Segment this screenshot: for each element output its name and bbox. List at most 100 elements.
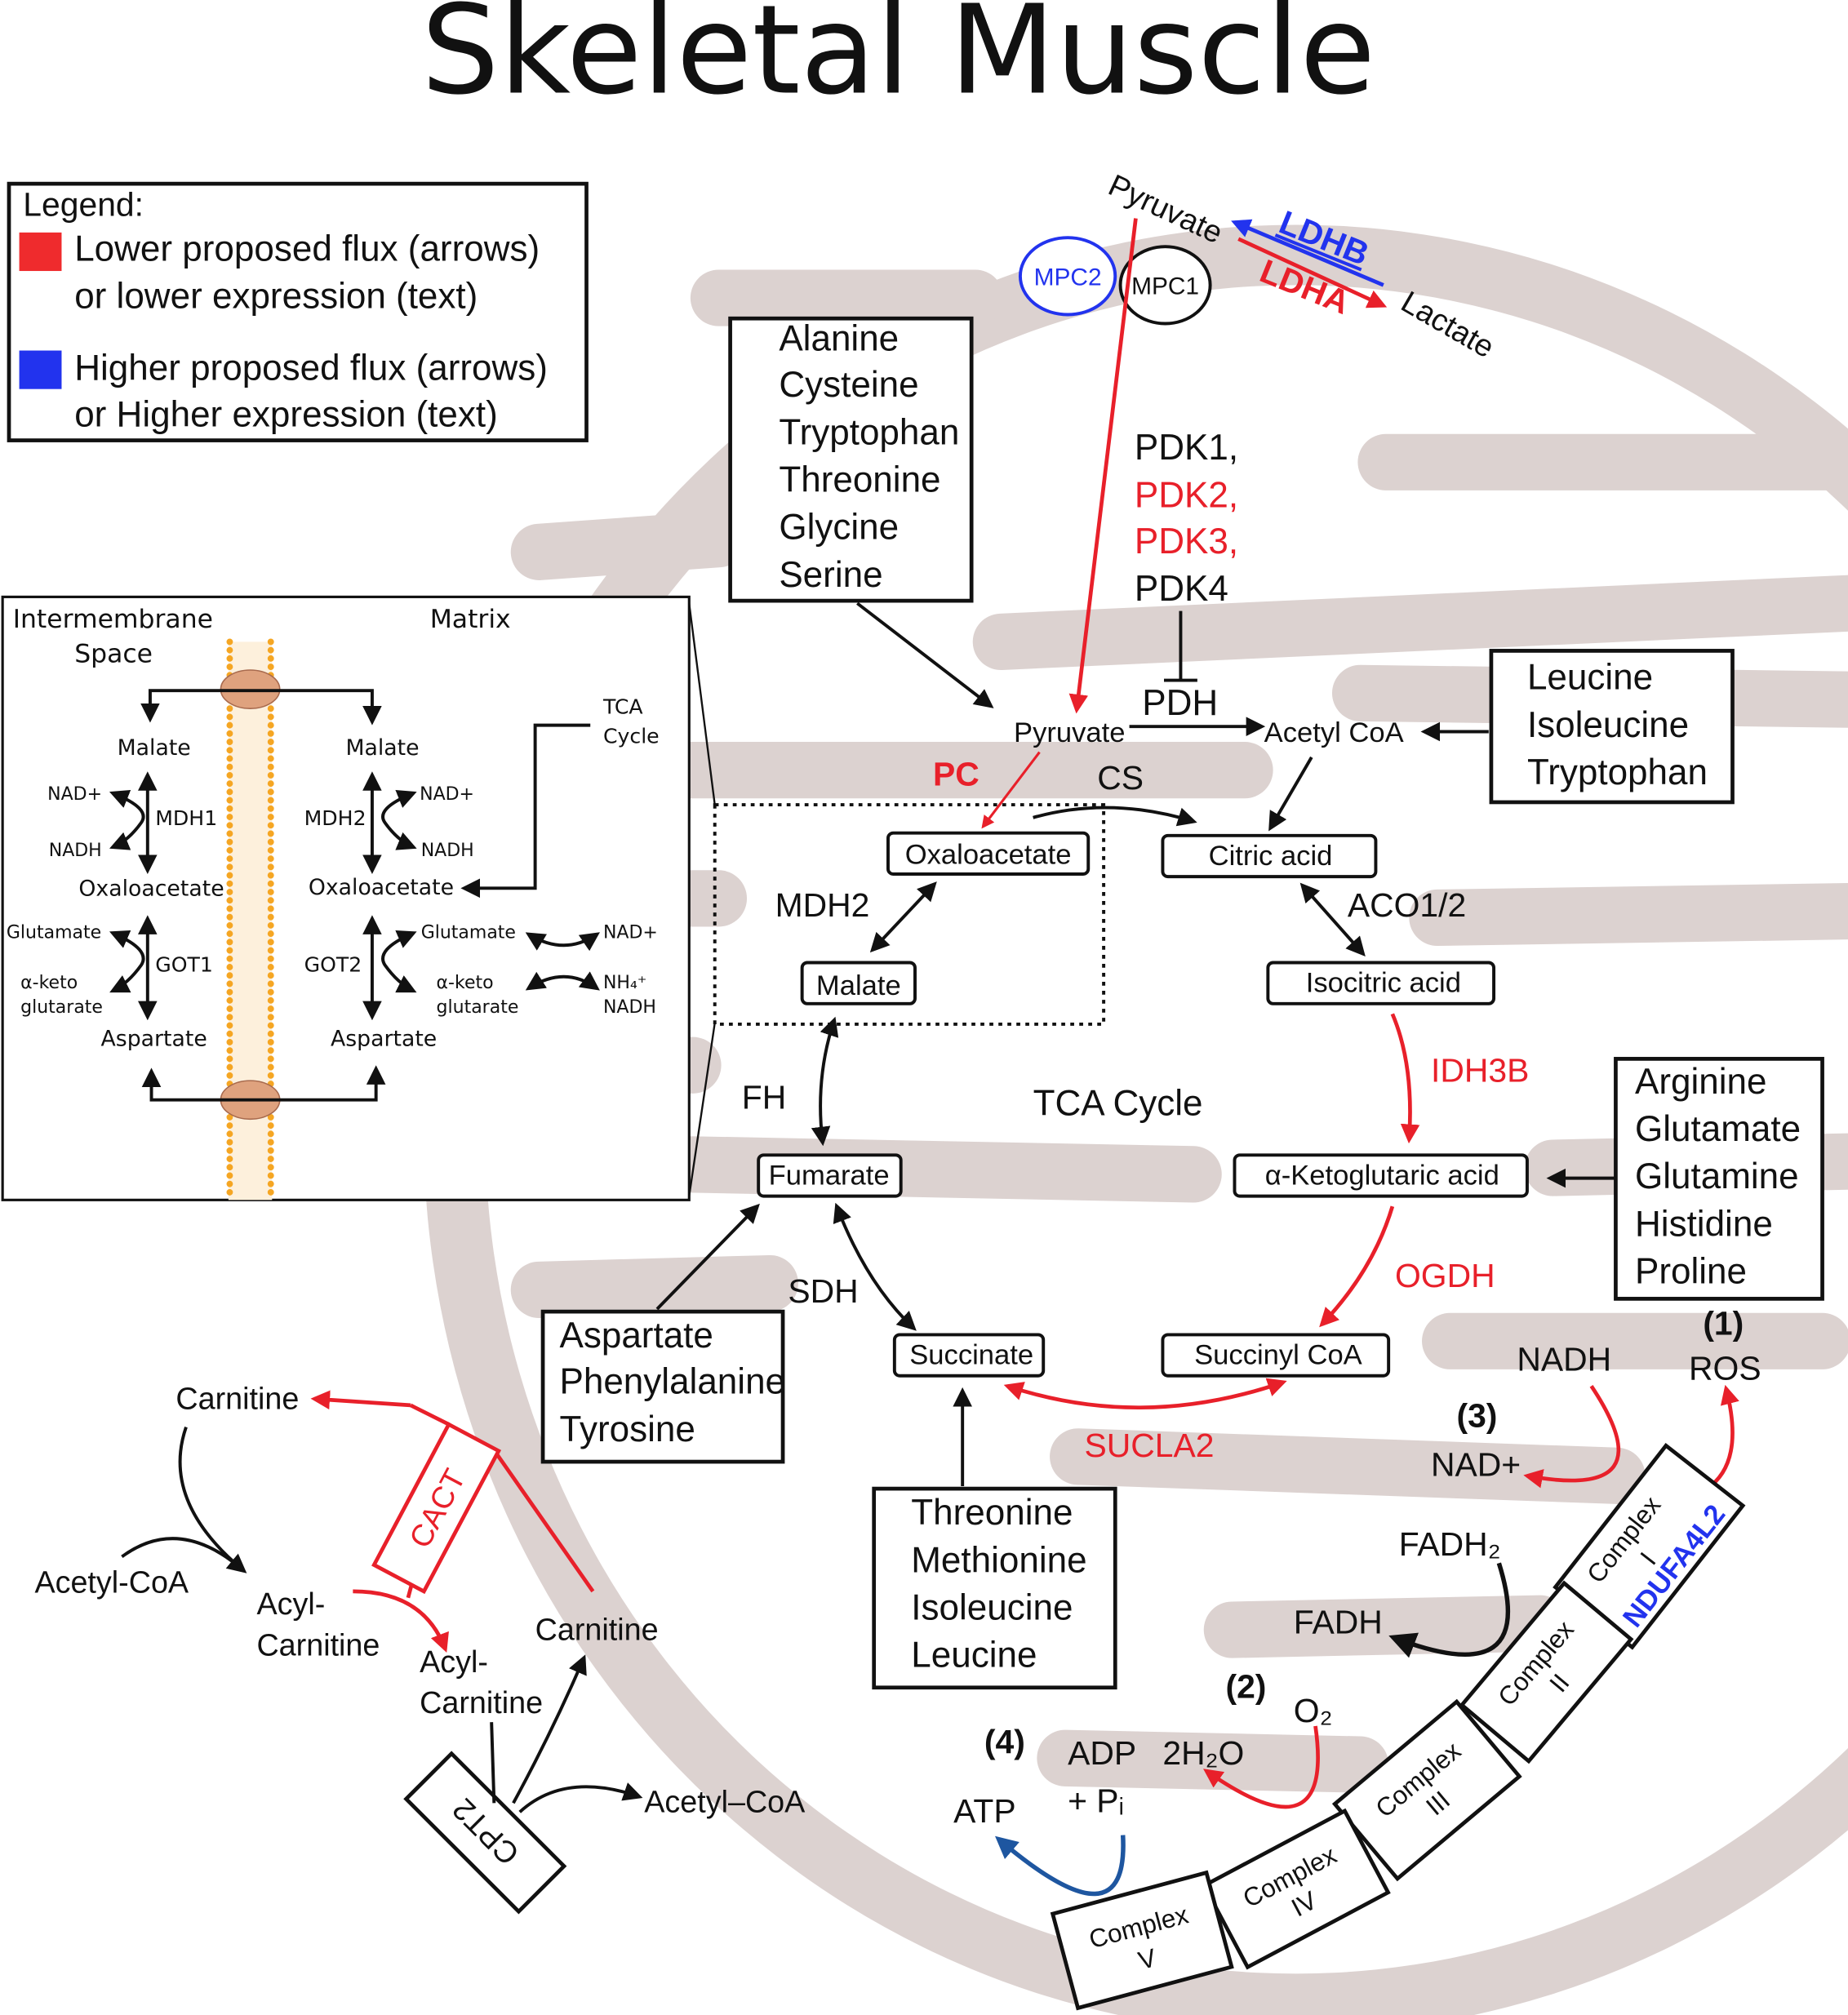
akg-node: α-Ketoglutaric acid — [1265, 1160, 1499, 1191]
label-4: (4) — [984, 1723, 1025, 1760]
carnitine-cytosol: Carnitine — [175, 1382, 299, 1416]
aa-proline: Proline — [1635, 1252, 1747, 1292]
legend-blue-swatch — [19, 350, 62, 389]
ogdh-label: OGDH — [1395, 1257, 1495, 1294]
label-3: (3) — [1456, 1397, 1497, 1435]
mdh2-label-inset: MDH2 — [304, 806, 366, 830]
nadh-label: NADH — [1517, 1340, 1611, 1378]
pdk2-label: PDK2, — [1135, 475, 1238, 515]
isocitric-acid-node: Isocitric acid — [1306, 968, 1461, 999]
legend-red-swatch — [19, 232, 62, 272]
pdk1-label: PDK1, — [1135, 428, 1238, 468]
mpc1-label: MPC1 — [1131, 273, 1199, 300]
aspartate-ims: Aspartate — [101, 1027, 207, 1052]
aa-glutamine: Glutamine — [1635, 1156, 1799, 1196]
aa-phenylalanine: Phenylalanine — [559, 1362, 785, 1402]
glutamate-ims: Glutamate — [7, 923, 101, 943]
acyl-carnitine-matrix-2: Carnitine — [420, 1685, 543, 1720]
aa-box-4: Aspartate Phenylalanine Tyrosine — [540, 1309, 785, 1464]
aa-leucine: Leucine — [1527, 658, 1653, 698]
ims-label: Intermembrane — [13, 605, 213, 634]
aa-serine: Serine — [779, 555, 882, 595]
fadh2-label: FADH₂ — [1399, 1525, 1501, 1563]
h2o-label: 2H₂O — [1162, 1734, 1244, 1772]
nadh-gdh: NADH — [603, 997, 656, 1018]
aa-arginine: Arginine — [1635, 1062, 1767, 1102]
aa-isoleucine: Isoleucine — [1527, 705, 1689, 745]
acetyl-coa-cytosol: Acetyl-CoA — [34, 1565, 189, 1599]
page-title: Skeletal Muscle — [421, 0, 1375, 122]
acyl-carnitine-matrix: Acyl- — [420, 1644, 488, 1679]
aa-tryptophan: Tryptophan — [779, 412, 959, 452]
carnitine-shuttle: Carnitine Acetyl-CoA Acyl- Carnitine CAC… — [34, 1382, 806, 1915]
akg-matrix-2: glutarate — [437, 997, 519, 1018]
pdh-label: PDH — [1142, 683, 1218, 723]
pc-label: PC — [933, 756, 980, 793]
malate-node: Malate — [816, 970, 901, 1001]
nadh-matrix: NADH — [421, 841, 474, 861]
cact-transporter: CACT — [371, 1422, 502, 1595]
akg-ims: α-keto — [20, 973, 78, 993]
legend: Legend: Lower proposed flux (arrows) or … — [7, 181, 589, 442]
oaa-matrix: Oxaloacetate — [309, 875, 454, 900]
glutamate-matrix: Glutamate — [421, 923, 516, 943]
atp-label: ATP — [953, 1792, 1015, 1830]
label-1: (1) — [1703, 1304, 1744, 1342]
cpt2-enzyme: CPT2 — [403, 1751, 567, 1915]
aa-methionine: Methionine — [911, 1540, 1086, 1580]
inset-zoom-region — [713, 803, 1106, 1026]
pdk4-label: PDK4 — [1135, 569, 1228, 609]
sucla2-label: SUCLA2 — [1085, 1427, 1215, 1464]
aa-box-5: Threonine Methionine Isoleucine Leucine — [872, 1486, 1117, 1690]
ros-label: ROS — [1689, 1349, 1761, 1387]
cs-label: CS — [1097, 759, 1144, 797]
aa-leucine-2: Leucine — [911, 1636, 1037, 1675]
oaa-ims: Oxaloacetate — [78, 877, 224, 902]
succinate-node: Succinate — [909, 1340, 1033, 1371]
aa-box-1: Alanine Cysteine Tryptophan Threonine Gl… — [728, 316, 974, 603]
mdh1-label: MDH1 — [155, 806, 217, 830]
aa-glycine: Glycine — [779, 508, 899, 548]
aa-histidine: Histidine — [1635, 1204, 1773, 1244]
nadh-ims: NADH — [49, 841, 102, 861]
aa-threonine: Threonine — [779, 459, 940, 499]
tca-cycle-label: TCA Cycle — [1033, 1084, 1203, 1124]
aspartate-matrix: Aspartate — [331, 1027, 437, 1052]
aa-box-3: Arginine Glutamate Glutamine Histidine P… — [1614, 1057, 1824, 1301]
idh3b-label: IDH3B — [1431, 1052, 1529, 1090]
aa-alanine: Alanine — [779, 319, 899, 359]
aa-isoleucine-2: Isoleucine — [911, 1587, 1073, 1627]
complex-v: Complex V — [1050, 1870, 1234, 2011]
carnitine-matrix: Carnitine — [535, 1613, 659, 1647]
mpc2-label: MPC2 — [1034, 264, 1102, 291]
pdk3-label: PDK3, — [1135, 522, 1238, 561]
tca-label-inset-2: Cycle — [603, 725, 660, 748]
tca-cycle: Pyruvate Acetyl CoA PC CS Oxaloacetate C… — [713, 717, 1529, 1464]
aa-tryptophan-2: Tryptophan — [1527, 752, 1708, 792]
acyl-carnitine-cytosol-2: Carnitine — [256, 1627, 380, 1662]
succinyl-coa-node: Succinyl CoA — [1194, 1340, 1362, 1371]
o2-label: O₂ — [1294, 1692, 1333, 1729]
malate-aspartate-shuttle-inset: Intermembrane Space Matrix Malate Malate… — [1, 595, 716, 1204]
malate-matrix: Malate — [345, 735, 419, 761]
matrix-label: Matrix — [430, 605, 511, 634]
adp-label: ADP — [1068, 1734, 1136, 1772]
nad-label: NAD+ — [1431, 1445, 1521, 1483]
legend-lower-text-2: or lower expression (text) — [74, 277, 478, 317]
akg-matrix: α-keto — [437, 973, 494, 993]
legend-higher-text: Higher proposed flux (arrows) — [74, 348, 548, 388]
akg-ims-2: glutarate — [20, 997, 103, 1018]
pi-label: + Pᵢ — [1068, 1782, 1124, 1819]
legend-heading: Legend: — [23, 185, 144, 223]
aa-cysteine: Cysteine — [779, 365, 918, 405]
nad-gdh: NAD+ — [603, 923, 658, 943]
aa-aspartate: Aspartate — [559, 1316, 713, 1356]
mdh2-label: MDH2 — [775, 886, 870, 924]
mpc2-transporter — [1018, 236, 1117, 317]
ims-label-2: Space — [74, 640, 153, 669]
aa-box-2: Leucine Isoleucine Tryptophan — [1489, 649, 1735, 805]
citric-acid-node: Citric acid — [1209, 841, 1333, 872]
nh4-label: NH₄⁺ — [603, 973, 646, 993]
malate-ims: Malate — [118, 735, 191, 761]
